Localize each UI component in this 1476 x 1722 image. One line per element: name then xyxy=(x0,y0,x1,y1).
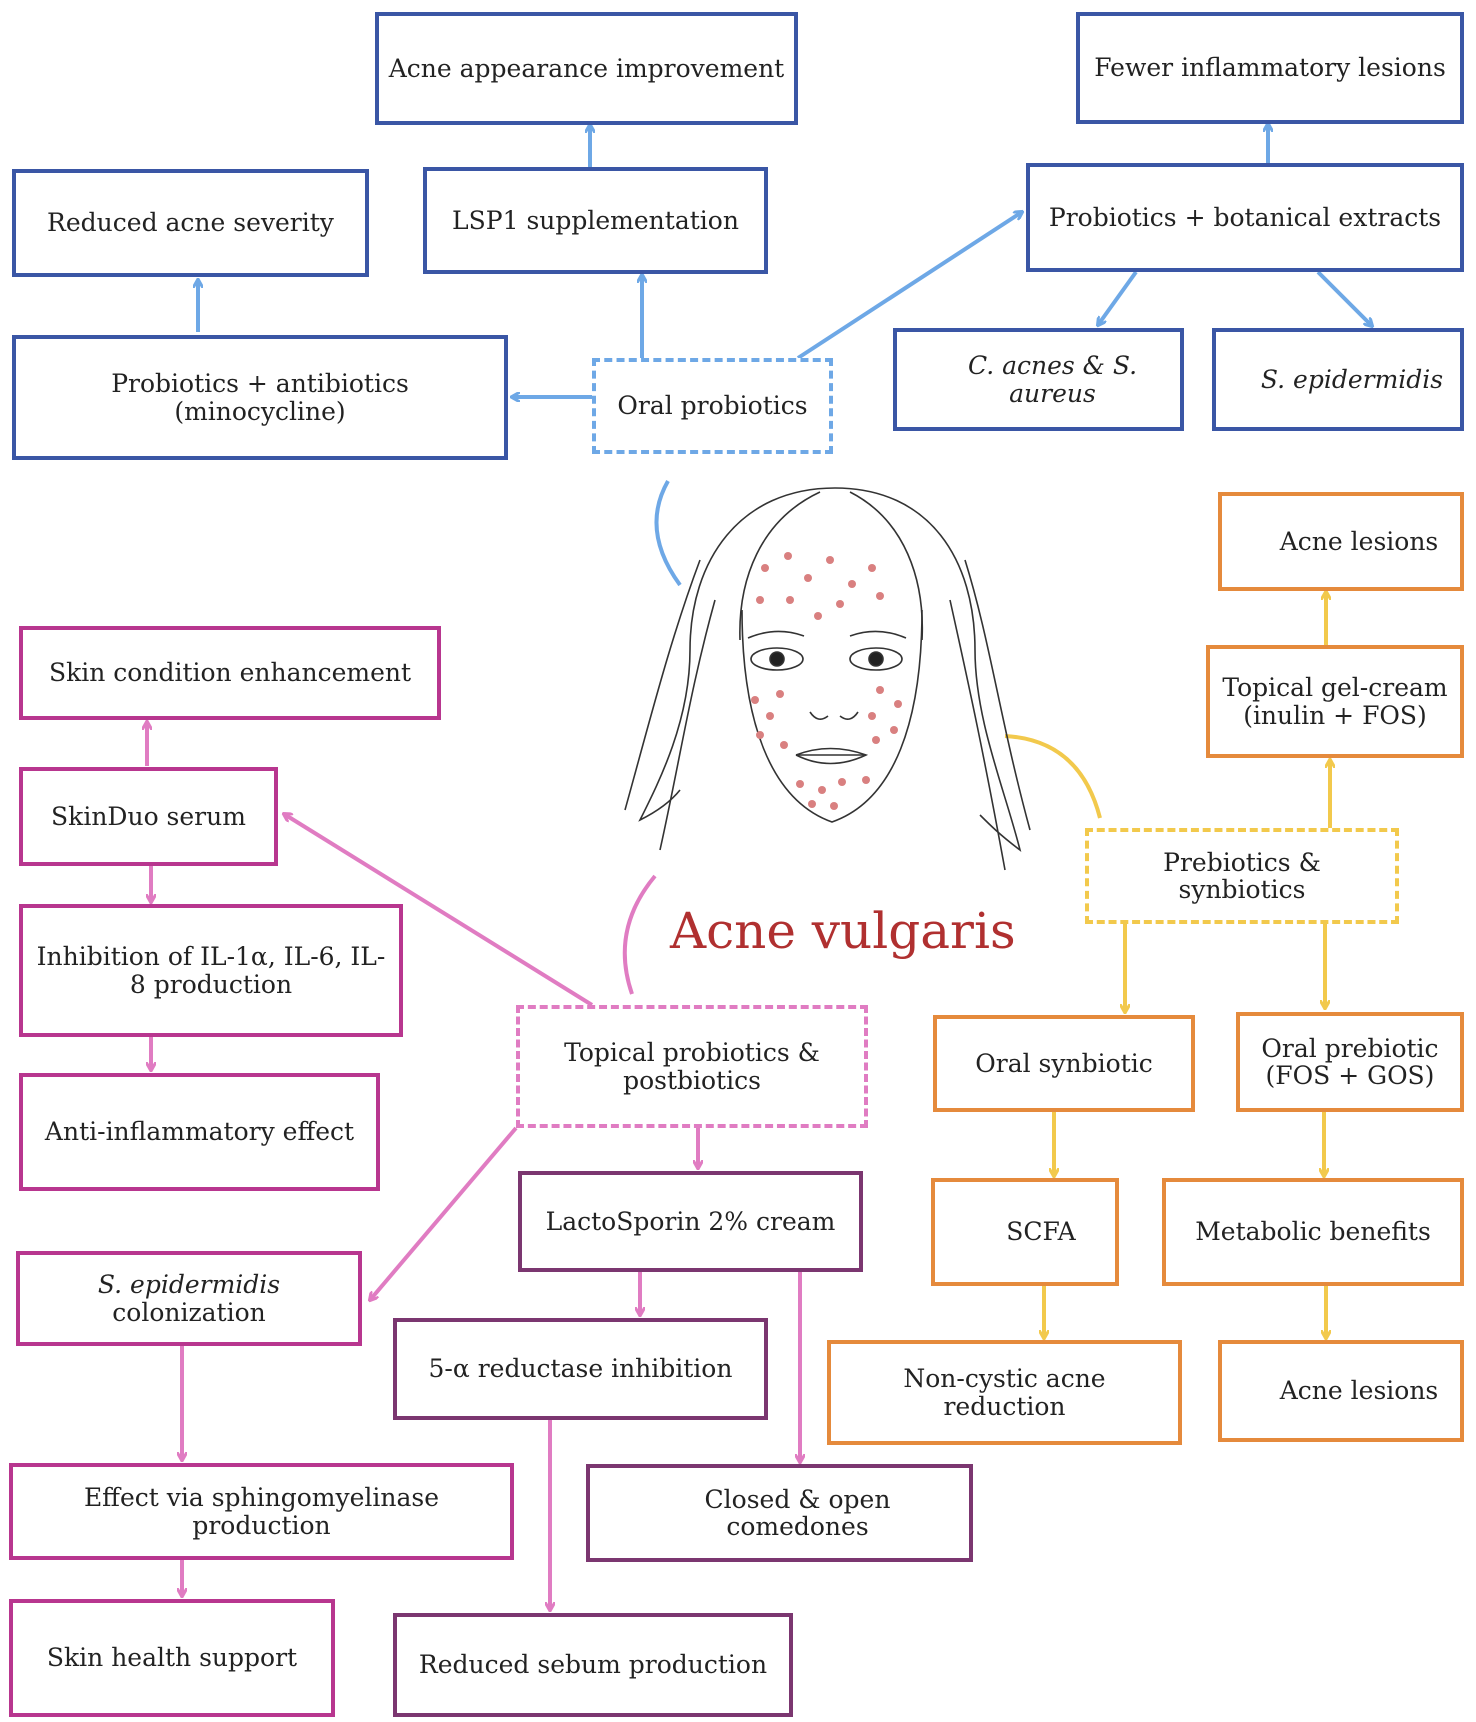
lactosporin-label: LactoSporin 2% cream xyxy=(545,1206,836,1236)
arrow-probiotics-to-botanical xyxy=(796,212,1022,360)
increase-sepidermidis-label: S. epidermidis xyxy=(1260,364,1444,394)
skin-health-label: Skin health support xyxy=(46,1643,298,1673)
prebiotics-synbiotics-label: Prebiotics & synbiotics xyxy=(1163,847,1321,904)
non-cystic-acne-label: Non-cystic acne reduction xyxy=(903,1364,1106,1421)
comedones-label: Closed & open comedones xyxy=(704,1484,891,1541)
colonization-word-label: colonization xyxy=(112,1297,266,1327)
connector-face-to-oral-probiotics xyxy=(654,480,682,587)
connector-face-to-topical xyxy=(622,874,657,995)
skin-condition-box: Skin condition enhancement xyxy=(19,626,441,720)
acne-appearance-improvement-box: Acne appearance improvement xyxy=(375,12,798,125)
probiotics-botanical-label: Probiotics + botanical extracts xyxy=(1048,202,1442,232)
acne-spots xyxy=(751,552,902,810)
increase-sepidermidis-box: S. epidermidis xyxy=(1212,328,1464,431)
arrow-botanical-to-decrease xyxy=(1098,270,1138,325)
anti-inflammatory-box: Anti-inflammatory effect xyxy=(19,1073,380,1191)
topical-gel-cream-box: Topical gel-cream (inulin + FOS) xyxy=(1206,645,1464,758)
decrease-cacnes-saureus-label: C. acnes & S. aureus xyxy=(967,351,1138,408)
oral-probiotics-label: Oral probiotics xyxy=(617,391,808,421)
probiotics-antibiotics-label: Probiotics + antibiotics (minocycline) xyxy=(111,369,409,426)
il-inhibition-label: Inhibition of IL-1α, IL-6, IL-8 producti… xyxy=(36,942,386,999)
face-illustration xyxy=(624,487,1031,871)
probiotics-antibiotics-box: Probiotics + antibiotics (minocycline) xyxy=(12,335,508,460)
lsp1-supplementation-label: LSP1 supplementation xyxy=(452,205,739,235)
probiotics-botanical-box: Probiotics + botanical extracts xyxy=(1026,163,1464,272)
prebiotics-synbiotics-hub: Prebiotics & synbiotics xyxy=(1085,828,1399,924)
reduced-sebum-label: Reduced sebum production xyxy=(418,1650,768,1680)
sphingomyelinase-box: Effect via sphingomyelinase production xyxy=(9,1463,514,1560)
colonization-species-label: S. epidermidis xyxy=(97,1270,281,1299)
topical-gel-cream-label: Topical gel-cream (inulin + FOS) xyxy=(1222,673,1448,730)
scfa-label: SCFA xyxy=(1006,1217,1076,1247)
comedones-box: Closed & open comedones xyxy=(586,1464,973,1562)
skinduo-serum-label: SkinDuo serum xyxy=(51,801,246,831)
oral-probiotics-hub: Oral probiotics xyxy=(592,358,833,454)
scfa-box: SCFA xyxy=(931,1178,1119,1286)
acne-vulgaris-title: Acne vulgaris xyxy=(670,902,1016,960)
arrow-botanical-to-increase xyxy=(1316,270,1372,326)
oral-prebiotic-box: Oral prebiotic (FOS + GOS) xyxy=(1236,1012,1464,1112)
oral-synbiotic-label: Oral synbiotic xyxy=(975,1048,1153,1078)
metabolic-benefits-box: Metabolic benefits xyxy=(1162,1178,1464,1286)
decrease-cacnes-saureus-box: C. acnes & S. aureus xyxy=(893,328,1184,431)
fewer-inflammatory-lesions-box: Fewer inflammatory lesions xyxy=(1076,12,1464,124)
sepidermidis-colonization-box: S. epidermidis colonization xyxy=(16,1251,362,1346)
skin-condition-label: Skin condition enhancement xyxy=(48,658,412,688)
arrow-topical-to-skinduo xyxy=(284,814,594,1007)
oral-prebiotic-label: Oral prebiotic (FOS + GOS) xyxy=(1261,1033,1439,1090)
sphingomyelinase-label: Effect via sphingomyelinase production xyxy=(83,1483,440,1540)
non-cystic-acne-box: Non-cystic acne reduction xyxy=(827,1340,1182,1445)
connector-face-to-prebiotics xyxy=(1004,734,1102,819)
il-inhibition-box: Inhibition of IL-1α, IL-6, IL-8 producti… xyxy=(19,904,403,1037)
topical-probiotics-hub: Topical probiotics & postbiotics xyxy=(516,1005,868,1128)
skin-health-box: Skin health support xyxy=(9,1599,335,1717)
reductase-inhibition-box: 5-α reductase inhibition xyxy=(393,1318,768,1420)
arrow-topical-to-colonization xyxy=(370,1126,518,1300)
topical-probiotics-label: Topical probiotics & postbiotics xyxy=(564,1038,820,1095)
skinduo-serum-box: SkinDuo serum xyxy=(19,767,278,866)
prebiotic-acne-lesions-label: Acne lesions xyxy=(1279,1376,1439,1406)
metabolic-benefits-label: Metabolic benefits xyxy=(1195,1217,1431,1247)
anti-inflammatory-label: Anti-inflammatory effect xyxy=(44,1117,355,1147)
gel-acne-lesions-box: Acne lesions xyxy=(1218,492,1464,591)
reductase-inhibition-label: 5-α reductase inhibition xyxy=(428,1354,733,1384)
reduced-sebum-box: Reduced sebum production xyxy=(393,1613,793,1717)
sepidermidis-colonization-label: S. epidermidis colonization xyxy=(28,1271,350,1326)
gel-acne-lesions-label: Acne lesions xyxy=(1279,526,1439,556)
acne-appearance-improvement-label: Acne appearance improvement xyxy=(388,53,785,83)
reduced-acne-severity-label: Reduced acne severity xyxy=(47,208,334,238)
prebiotic-acne-lesions-box: Acne lesions xyxy=(1218,1340,1464,1442)
oral-synbiotic-box: Oral synbiotic xyxy=(933,1015,1195,1112)
fewer-inflammatory-lesions-label: Fewer inflammatory lesions xyxy=(1094,53,1446,83)
lsp1-supplementation-box: LSP1 supplementation xyxy=(423,167,768,274)
reduced-acne-severity-box: Reduced acne severity xyxy=(12,169,369,277)
lactosporin-box: LactoSporin 2% cream xyxy=(518,1171,863,1272)
